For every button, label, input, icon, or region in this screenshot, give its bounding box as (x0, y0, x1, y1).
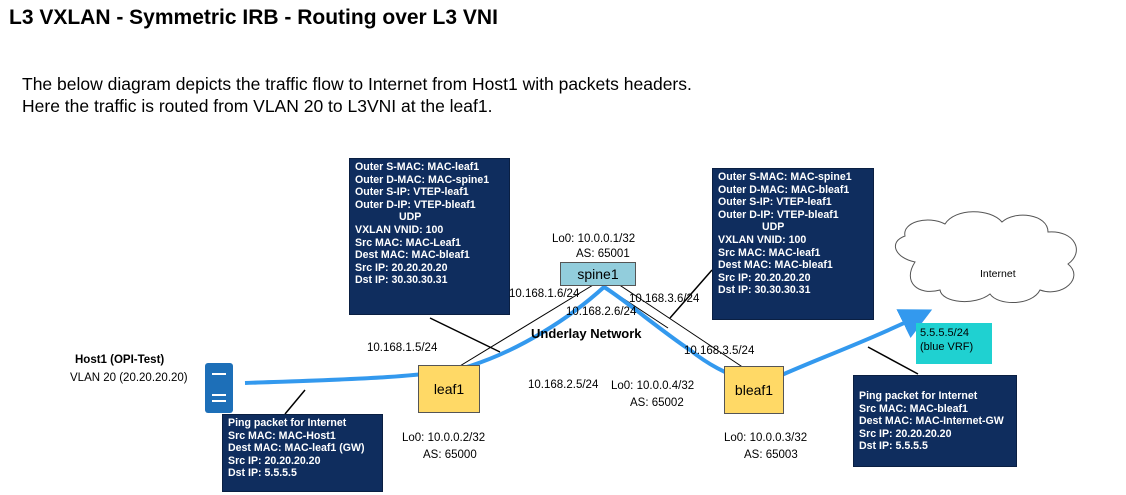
pkt-line: VXLAN VNID: 100 (718, 233, 807, 246)
pkt-line: Outer D-MAC: MAC-spine1 (355, 173, 490, 186)
host1-name: Host1 (OPI-Test) (75, 354, 165, 366)
callout-pointer-vxlan-left (429, 317, 501, 353)
pkt-line: Dst IP: 30.30.30.31 (718, 284, 811, 297)
pkt-line: Src MAC: MAC-leaf1 (718, 246, 821, 259)
link-spine1-bleaf1 (614, 281, 751, 373)
pkt-line: Src IP: 20.20.20.20 (859, 427, 952, 440)
pkt-line: Outer D-IP: VTEP-bleaf1 (355, 198, 476, 211)
pkt-line: UDP (762, 221, 785, 234)
pkt-line: Src MAC: MAC-bleaf1 (859, 402, 968, 415)
callout-pointer-vxlan-right (669, 269, 713, 319)
internet-label: Internet (980, 268, 1016, 280)
link-label-6: 10.168.3.5/24 (684, 345, 755, 357)
link-label-1: 10.168.1.5/24 (367, 342, 438, 354)
leaf2-loopback: Lo0: 10.0.0.4/32 (611, 380, 695, 392)
pkt-line: Outer S-IP: VTEP-leaf1 (355, 186, 469, 199)
vxlan-packet-spine1-bleaf1: Outer S-MAC: MAC-spine1 Outer D-MAC: MAC… (712, 168, 874, 320)
bleaf1-node[interactable]: bleaf1 (724, 366, 784, 414)
pkt-line: Src IP: 20.20.20.20 (355, 261, 448, 274)
link-label-3: 10.168.2.6/24 (566, 306, 637, 318)
pkt-line: UDP (399, 211, 422, 224)
spine1-as: AS: 65001 (576, 248, 630, 260)
spine1-loopback: Lo0: 10.0.0.1/32 (552, 233, 636, 245)
leaf1-node[interactable]: leaf1 (418, 365, 480, 413)
link-label-4: 10.168.2.5/24 (528, 379, 599, 391)
bleaf1-as: AS: 65003 (744, 449, 798, 461)
pkt-line: Dest MAC: MAC-bleaf1 (355, 249, 470, 262)
vrf-name: (blue VRF) (920, 341, 974, 353)
pkt-line: Outer S-IP: VTEP-leaf1 (718, 196, 832, 209)
pkt-line: Dest MAC: MAC-Internet-GW (859, 415, 1004, 428)
callout-pointer-host-ping (284, 389, 306, 415)
pkt-line: Dst IP: 5.5.5.5 (228, 467, 297, 480)
bleaf1-loopback: Lo0: 10.0.0.3/32 (724, 432, 808, 444)
pkt-line: Src IP: 20.20.20.20 (228, 454, 321, 467)
pkt-line: VXLAN VNID: 100 (355, 223, 444, 236)
pkt-line: Outer S-MAC: MAC-spine1 (718, 171, 852, 183)
host1-server-icon (205, 363, 233, 413)
link-label-5: 10.168.3.6/24 (629, 293, 700, 305)
vrf-subnet: 5.5.5.5/24 (920, 327, 969, 339)
leaf1-loopback: Lo0: 10.0.0.2/32 (402, 432, 486, 444)
pkt-line: Ping packet for Internet (228, 417, 347, 429)
intro-line-1: The below diagram depicts the traffic fl… (22, 74, 692, 94)
leaf1-as: AS: 65000 (423, 449, 477, 461)
ping-packet-bleaf1: Ping packet for Internet Src MAC: MAC-bl… (853, 375, 1017, 467)
callout-pointer-bleaf-ping (867, 346, 919, 375)
link-leaf1-spine1 (449, 281, 599, 373)
pkt-line: Src MAC: MAC-Host1 (228, 429, 336, 442)
pkt-line: Dest MAC: MAC-bleaf1 (718, 259, 833, 272)
underlay-network-label: Underlay Network (531, 326, 642, 341)
pkt-line: Src MAC: MAC-Leaf1 (355, 236, 461, 249)
intro-line-2: Here the traffic is routed from VLAN 20 … (22, 96, 493, 116)
internet-cloud (894, 211, 1077, 304)
pkt-line: Dst IP: 30.30.30.31 (355, 274, 448, 287)
pkt-line: Src IP: 20.20.20.20 (718, 271, 811, 284)
pkt-line: Outer S-MAC: MAC-leaf1 (355, 161, 480, 173)
link-label-2: 10.168.1.6/24 (509, 288, 580, 300)
page-title: L3 VXLAN - Symmetric IRB - Routing over … (9, 6, 498, 29)
pkt-line: Outer D-IP: VTEP-bleaf1 (718, 208, 839, 221)
host1-vlan: VLAN 20 (20.20.20.20) (70, 372, 188, 384)
leaf2-as: AS: 65002 (630, 397, 684, 409)
pkt-line: Dst IP: 5.5.5.5 (859, 440, 928, 453)
pkt-line: Ping packet for Internet (859, 390, 978, 402)
pkt-line: Dest MAC: MAC-leaf1 (GW) (228, 442, 365, 455)
vxlan-packet-leaf1-spine1: Outer S-MAC: MAC-leaf1 Outer D-MAC: MAC-… (349, 158, 510, 315)
blue-vrf-box: 5.5.5.5/24 (blue VRF) (916, 323, 992, 364)
pkt-line: Outer D-MAC: MAC-bleaf1 (718, 183, 850, 196)
spine1-node[interactable]: spine1 (560, 262, 636, 286)
ping-packet-host1: Ping packet for Internet Src MAC: MAC-Ho… (222, 414, 383, 492)
